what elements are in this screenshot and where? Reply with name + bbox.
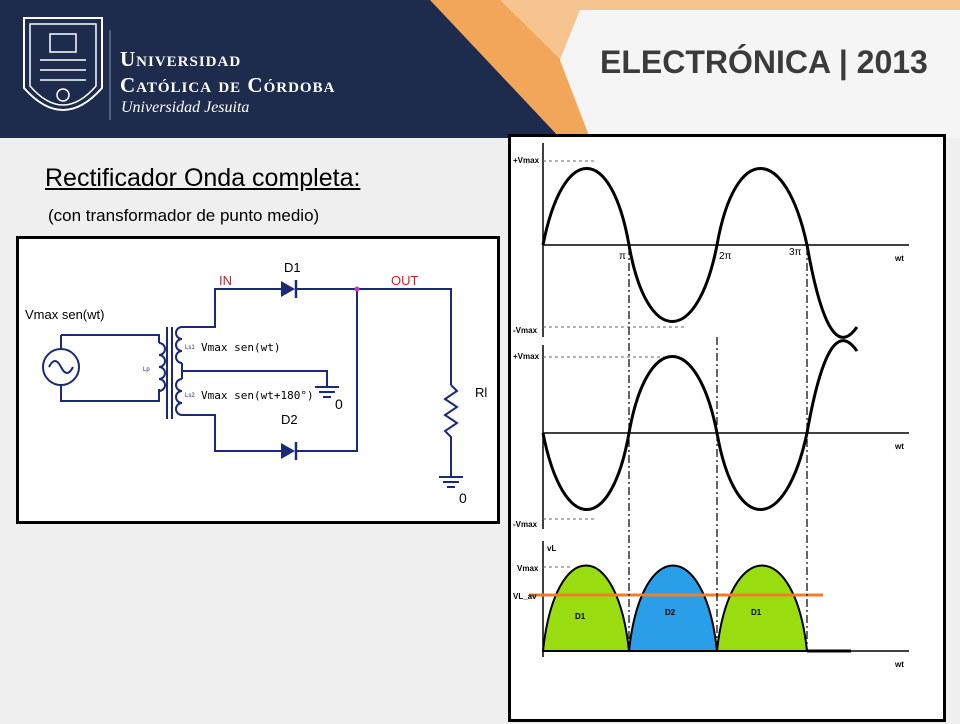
waveform-1: +Vmax -Vmax π 2π 3π wt [513, 143, 909, 339]
d2-return-wire [297, 289, 358, 452]
w1-vmin: -Vmax [513, 326, 538, 335]
ac-source-icon [42, 348, 80, 386]
w3-wt: wt [894, 660, 904, 669]
secondary-coil-1 [175, 326, 183, 364]
diode-d1-icon [281, 280, 298, 298]
secondary-coil-2 [175, 378, 183, 416]
university-line2: Católica de Córdoba [120, 73, 336, 97]
circuit-diagram: D1 D2 IN OUT Vmax sen(wt) Vmax sen(wt) V… [16, 236, 500, 524]
university-tagline: Universidad Jesuita [121, 99, 250, 116]
w3-vlav: VL_av [513, 592, 537, 601]
label-d1: D1 [284, 260, 301, 275]
w1-2pi: 2π [719, 251, 732, 262]
waveform-2-curve [541, 339, 859, 511]
ground-symbol-2 [439, 476, 463, 488]
center-tap-wire [181, 363, 328, 387]
ground-symbol-1 [315, 386, 339, 398]
header-banner: Universidad Católica de Córdoba Universi… [0, 0, 960, 138]
load-resistor [443, 384, 459, 477]
waveform-svg: +Vmax -Vmax π 2π 3π wt +Vmax -Vmax wt [513, 143, 909, 669]
diode-d2-icon [281, 442, 298, 460]
source-wire-upper [61, 334, 160, 343]
circuit-svg: D1 D2 IN OUT Vmax sen(wt) Vmax sen(wt) V… [25, 260, 487, 506]
label-source: Vmax sen(wt) [25, 307, 104, 322]
label-ls1: Ls1 [185, 345, 195, 351]
w3-vmax: Vmax [517, 564, 539, 573]
w1-wt: wt [894, 254, 904, 263]
university-name: Universidad Católica de Córdoba [120, 46, 335, 98]
w2-vmin: -Vmax [513, 520, 538, 529]
w2-wt: wt [894, 442, 904, 451]
half-wave-d2 [627, 564, 719, 652]
label-ls2: Ls2 [185, 393, 195, 399]
w3-vl: vL [547, 544, 556, 553]
slide-title: Rectificador Onda completa: [45, 164, 361, 192]
waveform-1-curve [541, 167, 859, 339]
label-ls1-voltage: Vmax sen(wt) [201, 341, 280, 354]
label-out: OUT [391, 273, 419, 288]
w1-pi: π [619, 251, 626, 262]
phase-markers [628, 247, 808, 651]
university-crest-icon [23, 17, 103, 111]
label-ground-1: 0 [335, 396, 343, 412]
w1-vmax: +Vmax [513, 156, 540, 165]
w3-d2: D2 [665, 608, 676, 617]
course-panel-inner [560, 10, 960, 138]
secondary-top-wire [182, 288, 281, 328]
course-title: ELECTRÓNICA | 2013 [600, 44, 928, 80]
header-graphics [23, 0, 960, 138]
waveform-panel: +Vmax -Vmax π 2π 3π wt +Vmax -Vmax wt [508, 134, 946, 722]
source-wire-lower [60, 335, 160, 402]
label-in: IN [219, 273, 232, 288]
half-wave-d1-a [541, 564, 631, 652]
label-ground-2: 0 [459, 490, 467, 506]
w3-d1: D1 [575, 612, 586, 621]
label-lp: Lp [143, 367, 150, 373]
label-d2: D2 [281, 412, 298, 427]
w3-d1b: D1 [751, 608, 762, 617]
university-line1: Universidad [120, 47, 242, 71]
waveform-3: vL Vmax VL_av D1 D2 D1 wt [513, 541, 909, 669]
primary-coil [158, 342, 166, 392]
waveform-2: +Vmax -Vmax wt [513, 339, 909, 529]
label-ls2-voltage: Vmax sen(wt+180°) [201, 389, 314, 402]
half-wave-d1-b [715, 564, 809, 652]
w2-vmax: +Vmax [513, 352, 540, 361]
transformer-core [166, 327, 173, 419]
secondary-bottom-wire [182, 414, 281, 452]
w1-3pi: 3π [789, 247, 802, 258]
output-wire [297, 288, 452, 385]
label-rl: Rl [475, 385, 487, 400]
junction-dot [354, 286, 360, 292]
slide-subtitle: (con transformador de punto medio) [48, 206, 320, 225]
